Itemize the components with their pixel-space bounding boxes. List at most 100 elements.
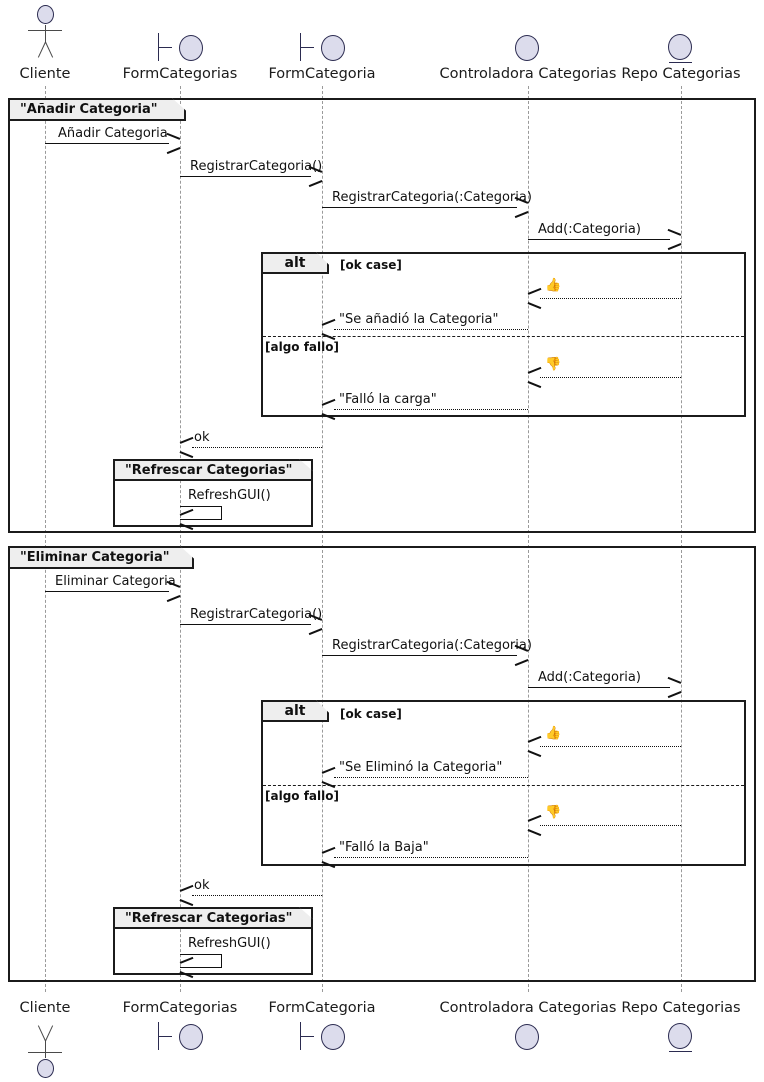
participant-label-formcategorias: FormCategorias <box>122 66 238 82</box>
lifeline-repo <box>681 86 682 992</box>
message-arrowhead-fallo-carga <box>321 398 336 420</box>
message-line-add-categoria-2 <box>528 687 670 688</box>
message-line-fail-return-anadir <box>540 377 681 378</box>
alt-divider-anadir <box>263 336 744 337</box>
actor-icon-cliente <box>28 5 62 61</box>
boundary-icon-formcategoria-footer <box>299 1022 345 1050</box>
message-arrowhead-fallo-baja <box>321 846 336 868</box>
boundary-circle <box>179 35 203 61</box>
self-call-loop-anadir <box>180 506 222 520</box>
actor-leg-left <box>37 41 46 58</box>
message-line-ok-return-eliminar <box>540 746 681 747</box>
control-icon-controladora <box>515 33 541 61</box>
message-line-fallo-baja <box>334 857 528 858</box>
message-arrowhead-registrarcategoria-param <box>514 196 529 218</box>
entity-circle <box>668 34 692 60</box>
message-arrowhead-eliminar-categoria <box>166 580 181 602</box>
boundary-icon-formcategorias <box>157 33 203 61</box>
message-label-refreshgui-eliminar: RefreshGUI() <box>188 936 271 951</box>
entity-underline <box>669 62 692 63</box>
actor-leg-right <box>45 41 54 58</box>
lifeline-formcategorias <box>180 86 181 992</box>
entity-icon-repo-footer <box>668 1023 694 1055</box>
group-frame-anadir <box>8 98 756 533</box>
message-arrowhead-anadir-categoria <box>166 132 181 154</box>
alt-frame-anadir <box>261 252 746 417</box>
message-label-refreshgui-anadir: RefreshGUI() <box>188 488 271 503</box>
message-label-registrarcategoria-param: RegistrarCategoria(:Categoria) <box>332 190 532 205</box>
message-label-registrarcategoria: RegistrarCategoria() <box>190 159 323 174</box>
boundary-connector <box>158 47 172 48</box>
alt-frame-eliminar <box>261 700 746 866</box>
actor-arms <box>28 1052 62 1053</box>
message-label-add-categoria-2: Add(:Categoria) <box>538 670 641 685</box>
message-arrowhead-fail-return-eliminar <box>527 814 542 836</box>
participant-label-repo: Repo Categorias <box>621 66 741 82</box>
message-line-registrarcategoria-param <box>322 207 517 208</box>
participant-label-formcategoria: FormCategoria <box>268 66 376 82</box>
message-label-ok-eliminar: ok <box>194 878 210 893</box>
entity-circle <box>668 1023 692 1049</box>
message-label-fallo-carga: "Falló la carga" <box>339 392 437 407</box>
message-label-registrarcategoria-2: RegistrarCategoria() <box>190 607 323 622</box>
message-arrowhead-fail-return-anadir <box>527 366 542 388</box>
message-arrowhead-se-anadio <box>321 318 336 340</box>
group-tab-eliminar: "Eliminar Categoria" <box>8 546 194 569</box>
actor-arms <box>28 30 62 31</box>
thumbs-up-icon-anadir: 👍 <box>545 278 562 293</box>
message-line-registrarcategoria-2 <box>180 624 311 625</box>
boundary-connector <box>300 1036 314 1037</box>
alt-divider-eliminar <box>263 785 744 786</box>
boundary-icon-formcategorias-footer <box>157 1022 203 1050</box>
message-arrowhead-add-categoria <box>667 228 682 250</box>
message-line-fallo-carga <box>334 409 528 410</box>
alt-guard-fallo-eliminar: [algo fallo] <box>265 789 339 803</box>
boundary-connector <box>300 47 314 48</box>
message-label-anadir-categoria: Añadir Categoria <box>58 126 168 141</box>
boundary-circle <box>179 1024 203 1050</box>
participant-footer-label-formcategorias: FormCategorias <box>122 1000 238 1016</box>
boundary-circle <box>321 1024 345 1050</box>
self-call-arrowhead-eliminar <box>179 956 194 978</box>
control-circle <box>515 35 539 61</box>
actor-body <box>45 25 46 43</box>
actor-head <box>36 5 54 24</box>
alt-guard-ok-eliminar: [ok case] <box>340 707 402 721</box>
message-line-fail-return-eliminar <box>540 825 681 826</box>
message-label-registrarcategoria-param-2: RegistrarCategoria(:Categoria) <box>332 638 532 653</box>
message-line-registrarcategoria <box>180 176 311 177</box>
message-arrowhead-registrarcategoria-param-2 <box>514 644 529 666</box>
message-label-se-elimino: "Se Eliminó la Categoria" <box>339 760 503 775</box>
boundary-connector <box>158 1036 172 1037</box>
participant-label-controladora: Controladora Categorias <box>439 66 617 82</box>
self-call-arrowhead-anadir <box>179 508 194 530</box>
refresh-tab-eliminar: "Refrescar Categorias" <box>113 907 313 929</box>
message-arrowhead-registrarcategoria-2 <box>308 613 323 635</box>
message-line-add-categoria <box>528 239 670 240</box>
alt-guard-fallo-anadir: [algo fallo] <box>265 340 339 354</box>
message-arrowhead-add-categoria-2 <box>667 676 682 698</box>
participant-label-cliente: Cliente <box>19 66 71 82</box>
message-label-se-anadio: "Se añadió la Categoria" <box>339 312 499 327</box>
refresh-tab-anadir: "Refrescar Categorias" <box>113 459 313 481</box>
control-circle <box>515 1024 539 1050</box>
group-tab-anadir: "Añadir Categoria" <box>8 98 186 121</box>
lifeline-formcategoria <box>322 86 323 992</box>
message-line-ok-anadir <box>192 447 322 448</box>
message-arrowhead-registrarcategoria <box>308 165 323 187</box>
control-icon-controladora-footer <box>515 1022 541 1050</box>
actor-head <box>36 1059 54 1078</box>
message-arrowhead-ok-return-eliminar <box>527 735 542 757</box>
participant-footer-label-cliente: Cliente <box>19 1000 71 1016</box>
message-label-ok-anadir: ok <box>194 430 210 445</box>
thumbs-up-icon-eliminar: 👍 <box>545 726 562 741</box>
boundary-icon-formcategoria <box>299 33 345 61</box>
message-line-registrarcategoria-param-2 <box>322 655 517 656</box>
participant-footer-label-formcategoria: FormCategoria <box>268 1000 376 1016</box>
alt-tab-anadir: alt <box>261 252 329 274</box>
thumbs-down-icon-eliminar: 👎 <box>545 805 562 820</box>
message-label-eliminar-categoria: Eliminar Categoria <box>55 574 176 589</box>
actor-icon-cliente-footer <box>28 1022 62 1078</box>
lifeline-cliente <box>45 86 46 992</box>
